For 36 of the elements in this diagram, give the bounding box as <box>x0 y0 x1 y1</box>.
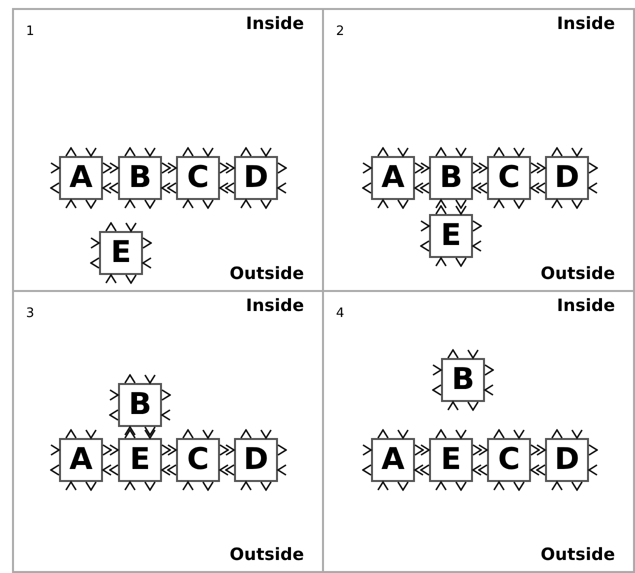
block-letter: E <box>440 441 462 479</box>
block-letter: D <box>554 441 580 479</box>
block-letter: D <box>242 159 270 197</box>
panel-number: 3 <box>26 306 34 321</box>
block-letter: B <box>128 159 152 197</box>
block-letter: D <box>554 159 580 197</box>
block-letter: C <box>496 159 522 197</box>
panel-number: 4 <box>336 306 344 321</box>
block-letter: A <box>68 159 94 197</box>
region-label: Inside <box>556 14 615 34</box>
region-label: Inside <box>246 14 304 34</box>
region-label: Outside <box>230 545 304 565</box>
region-label: Outside <box>540 545 615 565</box>
block-letter: E <box>110 234 132 272</box>
panel-number: 1 <box>26 24 34 39</box>
panel-number: 2 <box>336 24 344 39</box>
block-letter: E <box>128 441 152 479</box>
block-letter: A <box>68 441 94 479</box>
block-letter: A <box>380 159 406 197</box>
block-letter: D <box>242 441 270 479</box>
block-letter: E <box>440 217 462 255</box>
block-letter: C <box>186 159 210 197</box>
panel <box>12 290 324 573</box>
region-label: Outside <box>230 264 304 284</box>
region-label: Inside <box>556 296 615 316</box>
block-letter: B <box>128 386 152 424</box>
block-letter: C <box>496 441 522 479</box>
block-letter: C <box>186 441 210 479</box>
panel <box>322 290 635 573</box>
block-letter: B <box>438 159 464 197</box>
panel <box>12 8 324 292</box>
region-label: Inside <box>246 296 304 316</box>
region-label: Outside <box>540 264 615 284</box>
block-letter: A <box>380 441 406 479</box>
panel <box>322 8 635 292</box>
block-letter: B <box>450 361 476 399</box>
